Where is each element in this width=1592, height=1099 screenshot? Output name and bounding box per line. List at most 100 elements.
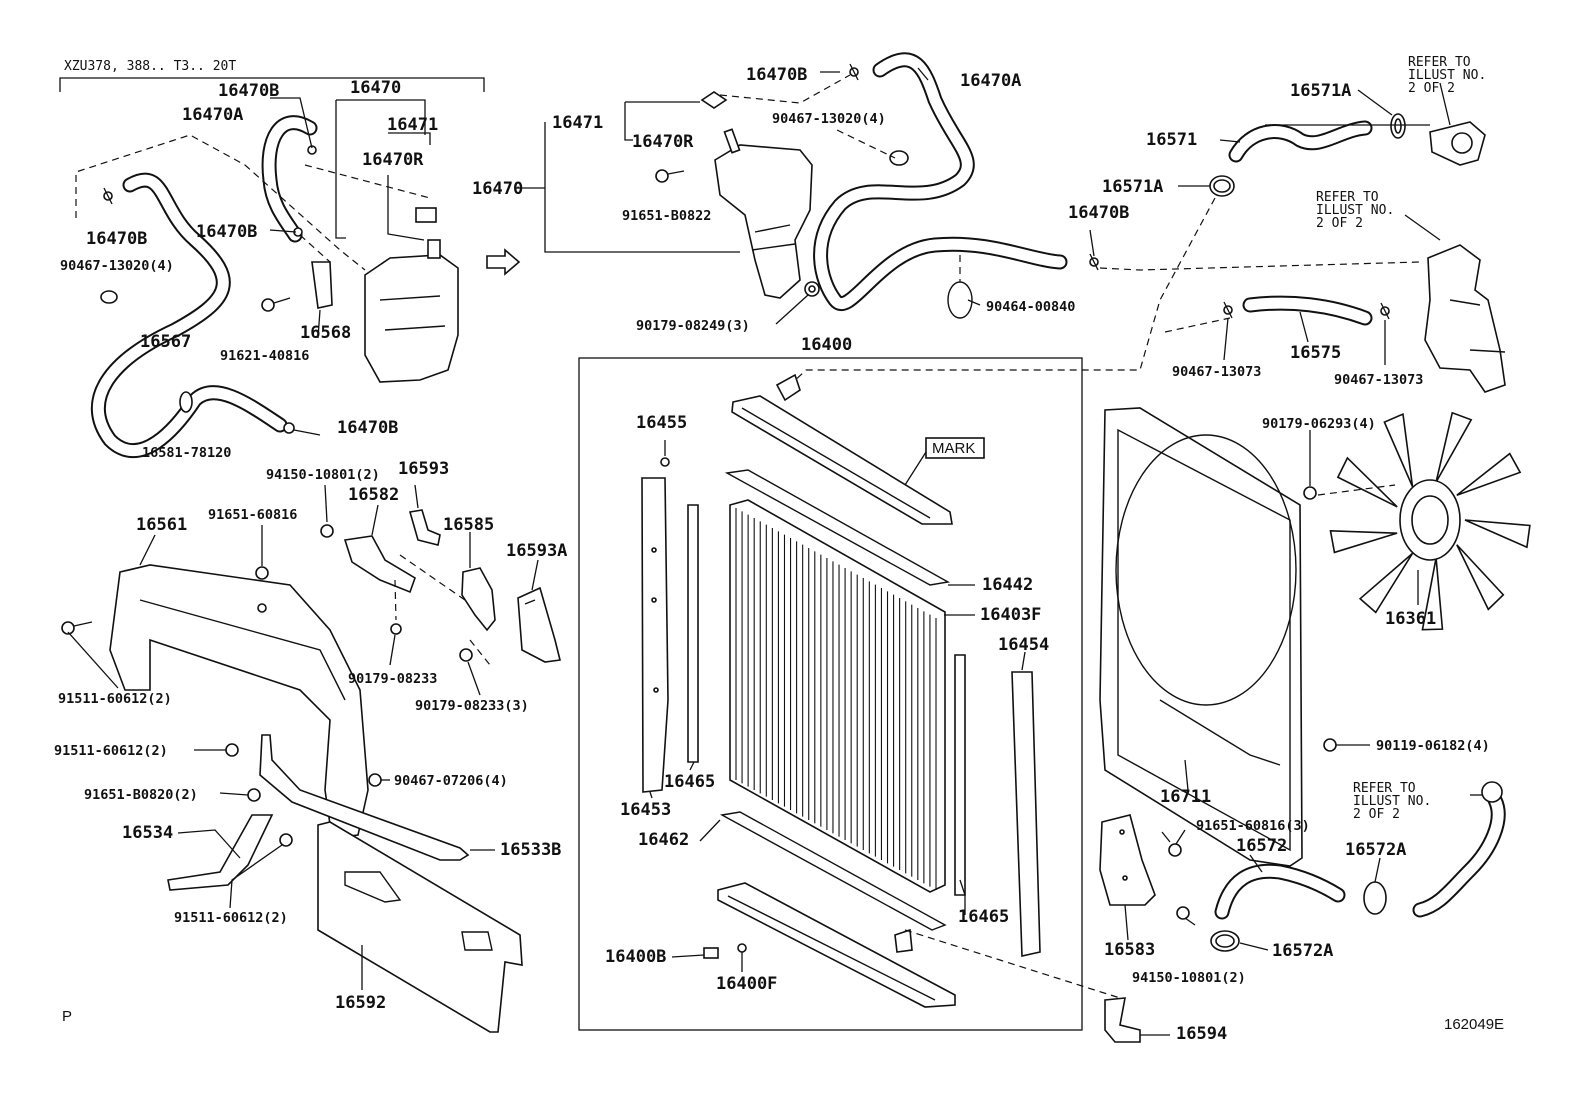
svg-text:ILLUST NO.: ILLUST NO. <box>1316 203 1394 218</box>
svg-text:REFER TO: REFER TO <box>1316 190 1379 205</box>
part-label: 16470 <box>472 179 523 199</box>
lower-hose-group <box>904 781 1506 1043</box>
radiator-assembly-box <box>578 357 1083 1031</box>
part-label: 91651-60816 <box>208 507 297 523</box>
part-label: 16593 <box>398 459 449 479</box>
reservoir-tank <box>714 144 813 299</box>
svg-text:ILLUST NO.: ILLUST NO. <box>1408 68 1486 83</box>
part-label: 16572A <box>1345 840 1406 860</box>
part-label: 91621-40816 <box>220 348 309 364</box>
part-label: 16581-78120 <box>142 445 231 461</box>
clamp-icon <box>1209 175 1235 197</box>
part-label: 90467-07206(4) <box>394 773 508 789</box>
bolt-icon <box>279 833 293 847</box>
part-label: 16454 <box>998 635 1049 655</box>
part-label: 16470B <box>746 65 807 85</box>
refer-note-1: REFER TO ILLUST NO. 2 OF 2 <box>1408 55 1486 96</box>
svg-text:REFER TO: REFER TO <box>1353 781 1416 796</box>
refer-note-3: REFER TO ILLUST NO. 2 OF 2 <box>1353 781 1431 822</box>
part-label: 94150-10801(2) <box>266 467 380 483</box>
part-label: 90179-08233(3) <box>415 698 529 714</box>
part-label: 16400B <box>605 947 666 967</box>
part-label: 16575 <box>1290 343 1341 363</box>
svg-text:ILLUST NO.: ILLUST NO. <box>1353 794 1431 809</box>
clamp-icon <box>1390 113 1406 139</box>
part-label: 16471 <box>387 115 438 135</box>
brace-16534 <box>167 814 274 891</box>
part-label: 16453 <box>620 800 671 820</box>
fan-shroud-group <box>1099 407 1531 867</box>
part-label: 16585 <box>443 515 494 535</box>
part-label: 91651-B0822 <box>622 208 711 224</box>
part-label: 16465 <box>958 907 1009 927</box>
part-label: 16470R <box>362 150 424 170</box>
bracket-16583 <box>1099 814 1156 906</box>
upper-hose-group <box>789 82 1506 393</box>
part-label: 90464-00840 <box>986 299 1075 315</box>
bolt-icon <box>368 773 390 787</box>
reservoir-group-left <box>75 97 459 459</box>
part-label: 16400 <box>801 335 852 355</box>
bolt-icon <box>660 440 670 467</box>
nut-icon <box>459 648 473 662</box>
part-label: 16471 <box>552 113 603 133</box>
svg-text:2 OF 2: 2 OF 2 <box>1353 807 1400 822</box>
svg-text:2 OF 2: 2 OF 2 <box>1316 216 1363 231</box>
part-label: 16571A <box>1290 81 1351 101</box>
part-label: 16442 <box>982 575 1033 595</box>
bolt-icon <box>194 743 239 757</box>
side-panel-left <box>641 477 669 793</box>
radiator-core <box>729 499 946 893</box>
clamp-icon <box>100 290 118 304</box>
part-label: 91511-60612(2) <box>174 910 288 926</box>
side-panel-right <box>1011 671 1041 957</box>
part-label: 91511-60612(2) <box>58 691 172 707</box>
clip-icon <box>1089 253 1099 271</box>
reservoir-group-center <box>515 52 1099 325</box>
nut-icon <box>804 281 820 297</box>
bolt-icon <box>1161 831 1182 857</box>
part-label: 16465 <box>664 772 715 792</box>
clamp-icon <box>179 391 193 413</box>
part-label: 16470B <box>86 229 147 249</box>
clip-icon <box>849 63 859 81</box>
bracket-16585 <box>461 567 496 632</box>
nut-icon <box>1303 486 1317 500</box>
pump-housing <box>1424 244 1506 393</box>
part-label: 16593A <box>506 541 567 561</box>
clip-16593 <box>408 509 441 546</box>
part-label: 16462 <box>638 830 689 850</box>
nut-icon <box>1176 906 1190 920</box>
part-label: 16711 <box>1160 787 1211 807</box>
part-label: 90467-13020(4) <box>772 111 886 127</box>
svg-text:2 OF 2: 2 OF 2 <box>1408 81 1455 96</box>
support-group <box>61 484 561 839</box>
nut-icon <box>390 623 402 635</box>
part-label: 16400F <box>716 974 777 994</box>
part-label: 90467-13073 <box>1334 372 1423 388</box>
part-label: 91651-60816(3) <box>1196 818 1310 834</box>
part-label: 16455 <box>636 413 687 433</box>
part-label: 16470B <box>218 81 279 101</box>
plate-16593A <box>517 586 561 663</box>
part-label: 16470A <box>182 105 243 125</box>
part-label: 16470 <box>350 78 401 98</box>
part-label: 16583 <box>1104 940 1155 960</box>
drain-plug-icon <box>703 943 747 959</box>
corner-mark: P <box>62 1008 72 1025</box>
part-label: 16572 <box>1236 836 1287 856</box>
part-label: 16592 <box>335 993 386 1013</box>
model-note: XZU378, 388.. T3.. 20T <box>64 59 236 74</box>
clip-icon <box>103 187 113 205</box>
part-label: 16568 <box>300 323 351 343</box>
bracket-16594 <box>1104 997 1141 1043</box>
header-bracket <box>59 77 485 92</box>
clip-icon <box>1223 301 1233 319</box>
clip-icon <box>1380 302 1390 320</box>
part-label: 16572A <box>1272 941 1333 961</box>
part-label: 16534 <box>122 823 173 843</box>
reservoir-tank <box>364 254 459 383</box>
clip-icon <box>283 422 295 434</box>
right-arrow-icon <box>486 248 521 276</box>
